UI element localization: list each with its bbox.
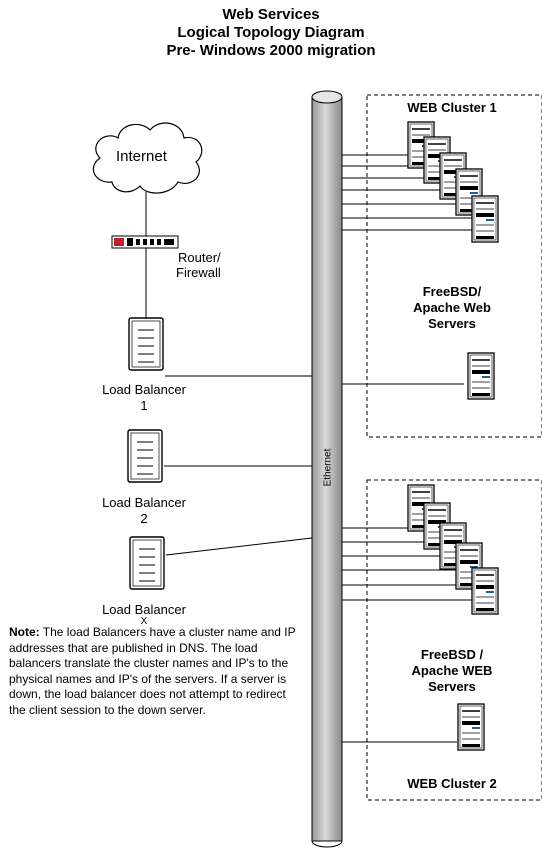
diagram-title-line2: Logical Topology Diagram [177,24,365,41]
router-label-line2: Firewall [176,265,221,280]
cluster1-desc-line1: FreeBSD/ [422,284,482,299]
cluster1-box [366,94,542,438]
load-balancer-icon [129,536,165,590]
cluster1-desc-line3: Servers [428,316,476,331]
router-icon [111,235,179,249]
router-label-line1: Router/ [178,250,221,265]
internet-label: Internet [116,148,167,165]
link-lbx-backbone [165,537,313,556]
server-icon [471,567,499,615]
ethernet-label: Ethernet [322,448,334,487]
note-heading: Note: [9,625,40,639]
note-text: Note: The load Balancers have a cluster … [9,625,299,718]
cluster2-box [366,479,542,801]
lbx-label: Load Balancer [102,602,186,617]
diagram-title-line3: Pre- Windows 2000 migration [166,42,376,59]
lb2-number: 2 [140,511,148,526]
diagram-title-line1: Web Services [222,6,320,23]
cluster2-title: WEB Cluster 2 [407,776,497,791]
cluster2-links [342,527,476,743]
lbx-number: X [140,616,148,627]
load-balancer-icon [128,317,164,371]
cluster1-desc-line2: Apache Web [413,300,491,315]
load-balancer-icon [127,429,163,483]
cluster2-desc-line3: Servers [428,679,476,694]
server-icon [467,352,495,400]
cluster1-title: WEB Cluster 1 [407,100,497,115]
server-icon [471,195,499,243]
ethernet-backbone [311,90,343,848]
cluster2-desc-line2: Apache WEB [411,663,493,678]
server-icon [457,703,485,751]
lb1-number: 1 [140,398,148,413]
lb1-label: Load Balancer [102,382,186,397]
cluster2-desc-line1: FreeBSD / [420,647,484,662]
cloud-icon [92,122,203,194]
lb2-label: Load Balancer [102,495,186,510]
note-body: The load Balancers have a cluster name a… [9,625,296,717]
